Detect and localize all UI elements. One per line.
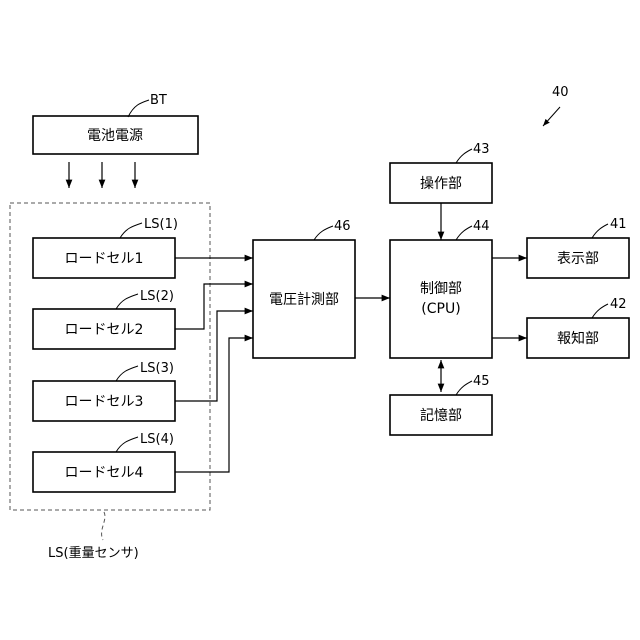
display-unit-ref-lead (592, 224, 608, 238)
load-cell-1-ref-lead (120, 223, 142, 238)
display-unit-label: 表示部 (557, 251, 599, 267)
load-cell-1-label: ロードセル1 (65, 251, 144, 267)
notify-unit-ref: 42 (610, 297, 627, 312)
voltage-meter-ref: 46 (334, 219, 351, 234)
load-cell-4-label: ロードセル4 (65, 465, 144, 481)
controller-box (390, 240, 492, 358)
load-cell-3-ref: LS(3) (140, 361, 174, 376)
load-cell-2-connector (175, 284, 253, 329)
load-cell-2-ref: LS(2) (140, 289, 174, 304)
controller-sublabel: (CPU) (421, 301, 460, 317)
storage-unit-label: 記憶部 (420, 407, 462, 424)
load-sensor-group-ref: LS(重量センサ) (48, 545, 139, 561)
storage-unit-ref-lead (456, 381, 472, 395)
load-cell-3-ref-lead (116, 366, 138, 381)
operation-unit-ref-lead (456, 149, 472, 163)
figure-number-arrow (543, 107, 560, 126)
load-cell-3-label: ロードセル3 (65, 394, 144, 410)
voltage-meter-label: 電圧計測部 (269, 292, 339, 308)
battery-label: 電池電源 (87, 128, 143, 144)
load-cell-4-ref-lead (116, 437, 138, 452)
controller-ref-lead (456, 226, 472, 240)
load-cell-2-label: ロードセル2 (65, 322, 144, 338)
operation-unit-label: 操作部 (420, 176, 462, 192)
controller-label: 制御部 (420, 281, 462, 297)
battery-ref-lead (128, 100, 149, 117)
notify-unit-ref-lead (592, 304, 608, 318)
load-cell-1-ref: LS(1) (144, 217, 178, 232)
notify-unit-label: 報知部 (557, 330, 599, 347)
voltage-meter-ref-lead (314, 226, 333, 240)
load-cell-2-ref-lead (116, 294, 138, 309)
figure-number: 40 (552, 85, 569, 100)
operation-unit-ref: 43 (473, 142, 490, 157)
display-unit-ref: 41 (610, 217, 627, 232)
storage-unit-ref: 45 (473, 374, 490, 389)
load-cell-3-connector (175, 311, 253, 401)
controller-ref: 44 (473, 219, 490, 234)
load-sensor-group-lead (102, 512, 105, 540)
battery-ref: BT (150, 93, 167, 108)
load-cell-4-ref: LS(4) (140, 432, 174, 447)
load-cell-4-connector (175, 338, 253, 472)
